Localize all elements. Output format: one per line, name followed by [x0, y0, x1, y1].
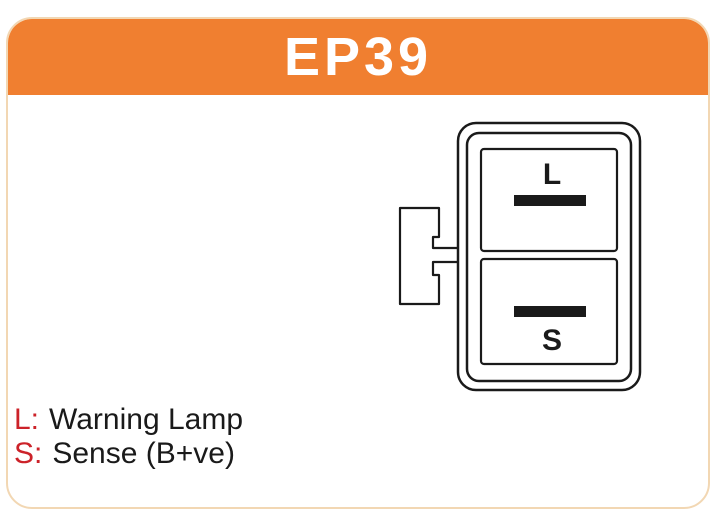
- legend-key: L:: [14, 403, 40, 436]
- part-code-title: EP39: [283, 27, 433, 87]
- pin-legend: L: Warning Lamp S: Sense (B+ve): [14, 403, 243, 471]
- connector-locking-tab: [398, 206, 458, 306]
- legend-key: S:: [14, 437, 43, 470]
- legend-description: Warning Lamp: [49, 403, 244, 436]
- header-bar: EP39: [8, 19, 708, 95]
- pin-label-s: S: [542, 324, 562, 357]
- legend-description: Sense (B+ve): [52, 437, 235, 470]
- pin-label-l: L: [543, 158, 561, 191]
- terminal-blade-l: [514, 195, 586, 206]
- connector-diagram: L S: [398, 121, 642, 392]
- legend-item: S: Sense (B+ve): [14, 437, 243, 471]
- terminal-blade-s: [514, 306, 586, 317]
- legend-item: L: Warning Lamp: [14, 403, 243, 437]
